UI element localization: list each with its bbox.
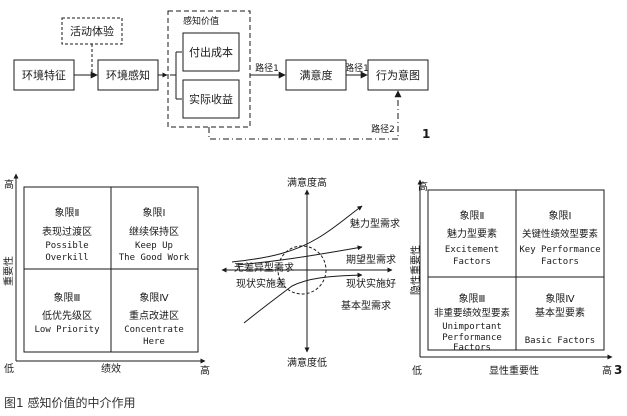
path1-label-b: 路径1 — [345, 62, 369, 74]
ipa-ylabel: 重要性 — [2, 256, 15, 286]
ipa-q1-cn: 继续保持区 — [129, 225, 179, 238]
benefit-box — [182, 79, 240, 119]
kano-model: 满意度高 满意度低 魅力型需求 无差异型需求 期望型需求 现状实施差 现状实施好… — [221, 176, 400, 369]
ipa-q3-cn: 低优先级区 — [42, 309, 92, 322]
ipa-q1-en2: The Good Work — [119, 253, 190, 263]
apa-q4-cn: 基本型要素 — [535, 306, 585, 319]
perceived-value-label: 感知价值 — [183, 15, 219, 27]
path2-label: 路径2 — [371, 123, 395, 135]
behavior-intention-box — [367, 59, 429, 91]
kano-attractive-curve — [231, 205, 363, 263]
top-flow-labels: 活动体验 感知价值 环境特征 环境感知 付出成本 实际收益 满意度 行为意图 路… — [22, 15, 430, 141]
apa-ylabel: 隐性重要性 — [409, 245, 422, 295]
kano-must-be-label: 基本型需求 — [341, 299, 391, 312]
ipa-q3-title: 象限Ⅲ — [54, 292, 81, 304]
ipa-xlabel: 绩效 — [101, 362, 121, 375]
ipa-q2-cn: 表现过渡区 — [42, 225, 92, 238]
kano-one-dim-label: 期望型需求 — [346, 253, 396, 266]
ipa-q2-en1: Possible — [45, 241, 88, 251]
ipa-y-high: 高 — [4, 178, 14, 191]
kano-indifferent-label: 无差异型需求 — [234, 261, 294, 274]
path2-dashed-line — [208, 90, 402, 140]
env-feature-label: 环境特征 — [22, 68, 66, 82]
ipa-q1-en1: Keep Up — [135, 241, 173, 251]
ipa-q3-en1: Low Priority — [34, 325, 100, 335]
perceived-value-group — [167, 10, 251, 128]
cost-box — [182, 32, 240, 72]
env-perception-label: 环境感知 — [106, 68, 150, 82]
ipa-q4-title: 象限Ⅳ — [139, 292, 169, 304]
satisfaction-label: 满意度 — [300, 68, 333, 82]
asymmetric-importance-matrix: 高 低 高 3 隐性重要性 显性重要性 象限Ⅱ 魅力型要素 Excitement… — [409, 179, 622, 377]
ipa-q2-en2: Overkill — [45, 253, 88, 263]
kano-must-be-curve — [243, 272, 363, 324]
apa-q1-en2: Factors — [541, 257, 579, 267]
kano-attractive-label: 魅力型需求 — [350, 217, 400, 230]
apa-low: 低 — [412, 364, 422, 377]
kano-good-label: 现状实施好 — [346, 277, 396, 290]
apa-q4-en1: Basic Factors — [525, 336, 595, 346]
apa-x-high: 高 — [602, 364, 612, 377]
value-branch-lines — [170, 51, 182, 100]
apa-y-high: 高 — [418, 180, 428, 193]
panel-number-1: 1 — [422, 127, 430, 141]
ipa-q4-en1: Concentrate — [124, 325, 184, 335]
benefit-label: 实际收益 — [189, 92, 233, 106]
apa-panel-number: 3 — [614, 363, 622, 377]
behavior-intention-label: 行为意图 — [376, 68, 420, 82]
kano-poor-label: 现状实施差 — [236, 277, 286, 290]
path1-label-a: 路径1 — [255, 62, 279, 74]
apa-q4-title: 象限Ⅳ — [545, 293, 575, 305]
ipa-matrix: 高 低 高 重要性 绩效 象限Ⅱ 表现过渡区 Possible Overkill… — [2, 173, 210, 377]
apa-q1-title: 象限Ⅰ — [549, 210, 572, 222]
ipa-x-high: 高 — [200, 364, 210, 377]
ipa-q4-cn: 重点改进区 — [129, 309, 179, 322]
apa-q3-cn: 非重要绩效型要素 — [434, 307, 511, 319]
apa-q3-en3: Factors — [453, 343, 491, 353]
ipa-q4-en2: Here — [143, 337, 165, 347]
ipa-low: 低 — [4, 362, 14, 375]
apa-q2-en1: Excitement — [445, 245, 499, 255]
ipa-q1-title: 象限Ⅰ — [143, 207, 166, 219]
figure-caption: 图1 感知价值的中介作用 — [4, 396, 136, 410]
apa-q2-en2: Factors — [453, 257, 491, 267]
apa-q2-title: 象限Ⅱ — [460, 210, 485, 222]
ipa-q2-title: 象限Ⅱ — [55, 207, 80, 219]
apa-q3-en2: Performance — [442, 333, 502, 343]
apa-q3-title: 象限Ⅲ — [459, 293, 486, 305]
kano-sat-high: 满意度高 — [287, 176, 327, 189]
apa-q3-en1: Unimportant — [442, 322, 502, 332]
apa-q1-en1: Key Performance — [519, 245, 600, 255]
apa-q1-cn: 关键性绩效型要素 — [522, 228, 599, 240]
cost-label: 付出成本 — [189, 45, 233, 59]
kano-one-dim-line — [235, 245, 363, 266]
activity-experience-label: 活动体验 — [70, 24, 114, 38]
apa-xlabel: 显性重要性 — [489, 364, 539, 377]
kano-sat-low: 满意度低 — [287, 356, 327, 369]
apa-q2-cn: 魅力型要素 — [447, 227, 497, 240]
top-flow-diagram — [13, 10, 429, 140]
